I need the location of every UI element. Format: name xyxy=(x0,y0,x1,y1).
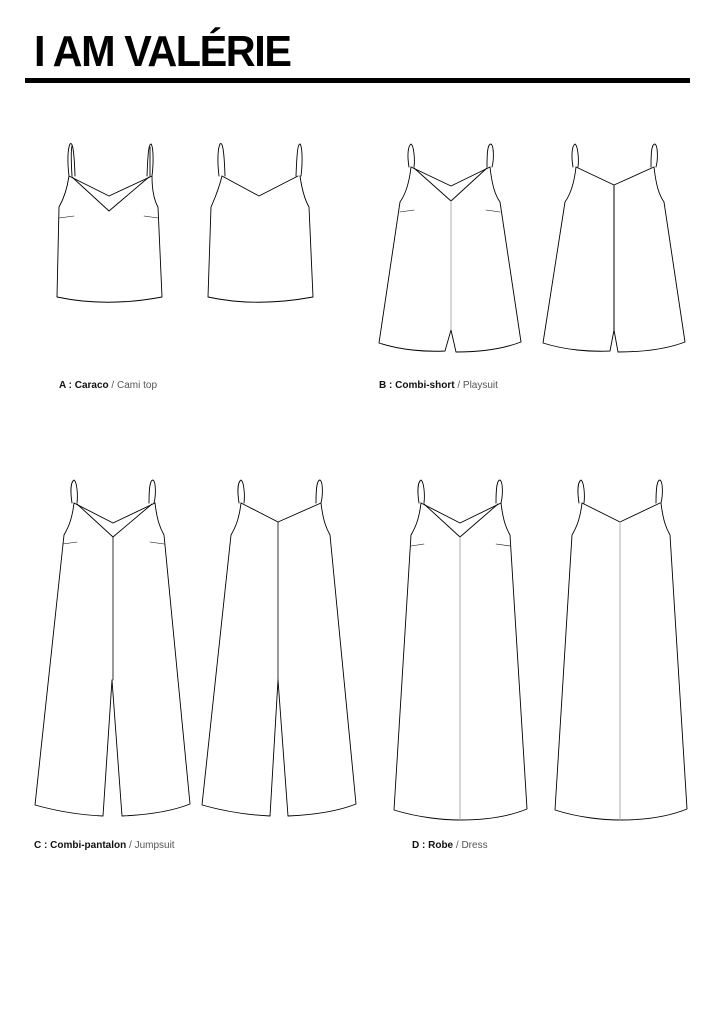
caption-view-c-code: C : xyxy=(34,840,51,851)
caption-view-a-name-en: Cami top xyxy=(117,380,158,391)
caption-view-d-name-fr: Robe xyxy=(428,840,454,851)
caption-view-d-name-en: Dress xyxy=(461,840,488,851)
view-d-front-drawing xyxy=(393,479,528,821)
title-underline-rule xyxy=(25,78,690,83)
caption-view-b-name-fr: Combi-short xyxy=(395,380,455,391)
caption-view-a-separator: / xyxy=(108,380,117,391)
caption-view-d-code: D : xyxy=(412,840,429,851)
caption-view-c-name-en: Jumpsuit xyxy=(134,840,175,851)
caption-view-b-separator: / xyxy=(454,380,463,391)
caption-view-c-name-fr: Combi-pantalon xyxy=(50,840,127,851)
caption-view-d-separator: / xyxy=(453,840,462,851)
caption-view-b: B : Combi-short / Playsuit xyxy=(379,380,498,391)
caption-view-c-separator: / xyxy=(126,840,135,851)
caption-view-a-name-fr: Caraco xyxy=(74,380,109,391)
caption-view-d: D : Robe / Dress xyxy=(412,840,488,851)
view-a-back-drawing xyxy=(207,143,314,303)
page-title: I AM VALÉRIE xyxy=(34,27,292,76)
caption-view-b-name-en: Playsuit xyxy=(462,380,498,391)
view-b-front-drawing xyxy=(378,143,522,353)
view-d-back-drawing xyxy=(554,479,688,821)
view-a-front-drawing xyxy=(56,143,163,303)
view-c-front-drawing xyxy=(34,479,191,817)
caption-view-c: C : Combi-pantalon / Jumpsuit xyxy=(34,840,175,851)
caption-view-b-code: B : xyxy=(379,380,396,391)
view-b-back-drawing xyxy=(542,143,686,353)
caption-view-a: A : Caraco / Cami top xyxy=(59,380,157,391)
view-c-back-drawing xyxy=(201,479,357,817)
caption-view-a-code: A : xyxy=(59,380,75,391)
